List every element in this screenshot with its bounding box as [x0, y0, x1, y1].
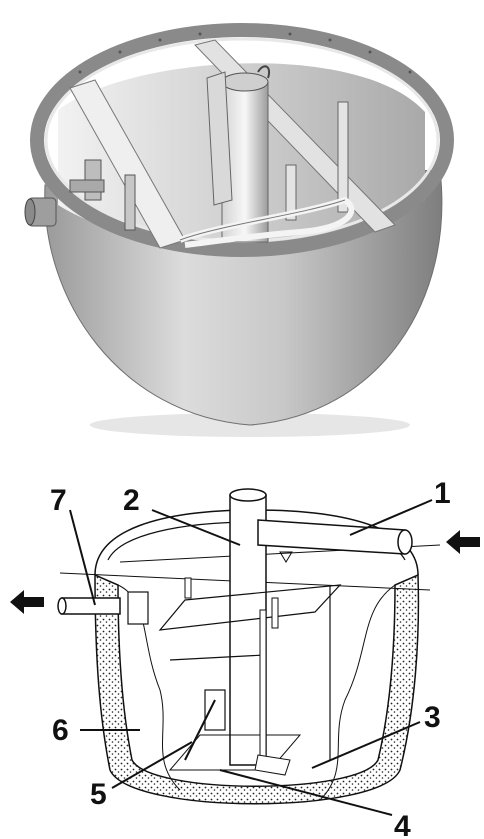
callout-7: 7 [50, 484, 67, 517]
water-level-marker-icon [279, 551, 293, 563]
leader-3 [311, 721, 421, 769]
leader-lines [69, 499, 433, 816]
bottom-fitting [254, 754, 291, 776]
tank-diagram: 1 2 3 4 5 6 7 [10, 477, 480, 839]
central-pipe-top [221, 72, 269, 92]
concrete-shell [94, 573, 420, 805]
inlet-pipe-end [397, 529, 413, 555]
leader-1 [349, 499, 433, 536]
outlet-pipe [61, 597, 121, 615]
leader-2 [151, 509, 241, 546]
outlet-riser [127, 591, 149, 625]
diagram-central-pipe-top [229, 488, 267, 502]
tank-photo [24, 23, 454, 437]
callout-6: 6 [52, 714, 69, 747]
leader-7 [69, 509, 96, 606]
outlet-stub-end [24, 198, 36, 226]
small-pipe-c [259, 609, 267, 761]
small-pipe-a [184, 577, 192, 599]
callout-5: 5 [90, 778, 107, 811]
hose-coil-outline [179, 199, 346, 241]
outlet-arrow-icon [10, 590, 44, 614]
tank-torn-edge-right [319, 584, 396, 801]
inlet-arrow-icon [446, 530, 480, 554]
sampler-rod [184, 699, 216, 761]
left-pipe-b [69, 179, 105, 193]
tank-rim-outer [30, 23, 454, 257]
small-pipe-b [271, 597, 279, 629]
lower-rod [169, 654, 266, 661]
leader-4 [219, 769, 393, 816]
thin-pipe-right [337, 101, 349, 213]
callout-4: 4 [394, 810, 411, 839]
wire-loop [257, 65, 270, 79]
small-pipe [206, 71, 233, 206]
callout-2: 2 [123, 484, 140, 517]
divider-wall-lower [168, 734, 302, 771]
rim-rivets [78, 32, 412, 74]
leader-5 [111, 741, 193, 789]
outlet-pipe-end [57, 597, 67, 615]
left-pipe-c [124, 174, 136, 231]
callout-1: 1 [434, 477, 451, 510]
thin-pipe-mid [285, 164, 297, 221]
callout-3: 3 [424, 701, 441, 734]
sampler-box [204, 689, 226, 731]
inlet-pipe [257, 519, 413, 555]
